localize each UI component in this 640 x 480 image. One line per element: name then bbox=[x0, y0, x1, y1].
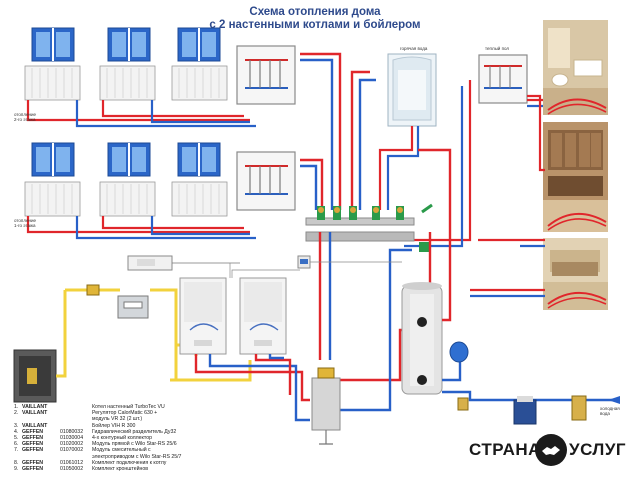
legend-num: 8. bbox=[14, 459, 19, 466]
legend-item: 6.GEFFEN 01020002 Модуль прямой с Wilo Sta… bbox=[14, 441, 314, 447]
legend-item: 9.GEFFEN 01050002 Комплект кронштейнов bbox=[14, 466, 314, 472]
boiler-1 bbox=[179, 277, 227, 355]
brand-text-right: УСЛУГ bbox=[569, 440, 627, 459]
legend-code: 01080032 bbox=[60, 428, 84, 435]
legend-item: 2.VAILLANT Регулятор CalorMatic 630 + bbox=[14, 410, 314, 416]
photo-bathroom bbox=[543, 20, 608, 115]
mixing-valve bbox=[419, 203, 433, 252]
brand-logo: СТРАНА УСЛУГ bbox=[469, 432, 626, 470]
risers-heating bbox=[300, 52, 376, 210]
legend-text: Котел настенный TurboTec VU bbox=[92, 404, 165, 410]
photo-livingroom bbox=[543, 238, 608, 310]
legend-code: 01050002 bbox=[60, 466, 84, 473]
legend-code: 01070002 bbox=[60, 447, 84, 454]
legend-brand: GEFFEN bbox=[22, 459, 44, 466]
legend-text: электроприводом с Wilo Star-RS 25/7 bbox=[92, 453, 182, 460]
window-floor2-3 bbox=[177, 27, 221, 62]
pump-modules bbox=[317, 206, 404, 220]
window-floor2-2 bbox=[107, 27, 151, 62]
legend-text: Бойлер VIH R 300 bbox=[92, 422, 136, 429]
legend-item: 8.GEFFEN 01061012 Комплект подключения к к… bbox=[14, 460, 314, 466]
gas-cabinet bbox=[13, 349, 57, 403]
label-floor1: отопление 1-го этажа bbox=[14, 218, 36, 228]
legend-num: 3. bbox=[14, 422, 19, 429]
legend-item: 3.VAILLANT Бойлер VIH R 300 bbox=[14, 423, 314, 429]
regulator-calormatic bbox=[127, 255, 311, 271]
expansion-tank bbox=[449, 341, 469, 363]
legend-code: 01061012 bbox=[60, 459, 84, 466]
legend-brand: VAILLANT bbox=[22, 410, 48, 417]
legend-item: 7.GEFFEN 01070002 Модуль смесительный с bbox=[14, 447, 314, 453]
legend-text: Модуль смесительный с bbox=[92, 447, 151, 454]
legend-item: электроприводом с Wilo Star-RS 25/7 bbox=[14, 454, 314, 460]
hot-water-tank bbox=[401, 282, 443, 395]
window-floor1-2 bbox=[107, 142, 151, 177]
window-floor1-1 bbox=[31, 142, 75, 177]
legend-num: 5. bbox=[14, 435, 19, 442]
legend-num: 6. bbox=[14, 441, 19, 448]
window-floor2-1 bbox=[31, 27, 75, 62]
legend-brand: VAILLANT bbox=[22, 422, 48, 429]
pipes-floor1 bbox=[26, 216, 256, 240]
water-filter bbox=[457, 395, 587, 425]
legend-num: 7. bbox=[14, 447, 19, 454]
cold-water-arrow bbox=[608, 396, 620, 404]
legend-text: Гидравлический разделитель Ду32 bbox=[92, 428, 177, 435]
hydraulic-separator bbox=[311, 367, 341, 431]
radiator-floor1 bbox=[24, 181, 228, 217]
legend-item: модуль VR 32 (2 шт.) bbox=[14, 416, 314, 422]
legend-text: Комплект подключения к котлу bbox=[92, 459, 167, 466]
legend-num: 2. bbox=[14, 410, 19, 417]
legend-text: Модуль прямой с Wilo Star-RS 25/6 bbox=[92, 441, 177, 448]
legend-brand: VAILLANT bbox=[22, 404, 48, 410]
pipes-floor2 bbox=[26, 100, 256, 128]
legend-item: 1.VAILLANT Котел настенный TurboTec VU bbox=[14, 404, 314, 410]
legend-brand: GEFFEN bbox=[22, 466, 44, 473]
boiler-2 bbox=[239, 277, 287, 355]
legend-brand: GEFFEN bbox=[22, 447, 44, 454]
legend-num: 1. bbox=[14, 404, 19, 410]
legend-item: 4.GEFFEN 01080032 Гидравлический разделите… bbox=[14, 429, 314, 435]
photo-pipes-links bbox=[470, 94, 545, 298]
photo-kitchen bbox=[543, 122, 608, 232]
legend-text: 4-х контурный коллектор bbox=[92, 435, 152, 442]
distribution-header bbox=[305, 217, 415, 242]
shower-cabin bbox=[387, 53, 437, 127]
legend-text: Регулятор CalorMatic 630 + bbox=[92, 410, 158, 417]
gas-meter bbox=[86, 284, 149, 319]
radiator-floor2 bbox=[24, 65, 228, 101]
shower-pipes bbox=[378, 126, 420, 210]
legend-text: модуль VR 32 (2 шт.) bbox=[92, 416, 143, 423]
legend-brand: GEFFEN bbox=[22, 428, 44, 435]
manifold-floor2 bbox=[236, 45, 296, 105]
page-title: Схема отопления дома с 2 настенными котл… bbox=[209, 6, 421, 31]
label-cold-water: холодная вода bbox=[600, 406, 620, 416]
legend-num: 4. bbox=[14, 428, 19, 435]
label-floor2: отопление 2-го этажа bbox=[14, 112, 36, 122]
legend-brand: GEFFEN bbox=[22, 435, 44, 442]
window-floor1-3 bbox=[177, 142, 221, 177]
legend-code: 01020002 bbox=[60, 441, 84, 448]
manifold-warm-floor bbox=[478, 54, 528, 104]
manifold-floor1 bbox=[236, 151, 296, 211]
legend-item: 5.GEFFEN 01030004 4-х контурный коллектор bbox=[14, 435, 314, 441]
handshake-icon bbox=[535, 434, 567, 466]
legend-brand: GEFFEN bbox=[22, 441, 44, 448]
label-warm-floor: теплый пол bbox=[485, 46, 510, 51]
legend-code: 01030004 bbox=[60, 435, 84, 442]
control-cables bbox=[229, 261, 402, 278]
label-hot-water: горячая вода bbox=[400, 46, 428, 51]
legend-text: Комплект кронштейнов bbox=[92, 466, 149, 473]
brand-text-left: СТРАНА bbox=[469, 440, 541, 459]
legend-num: 9. bbox=[14, 466, 19, 473]
